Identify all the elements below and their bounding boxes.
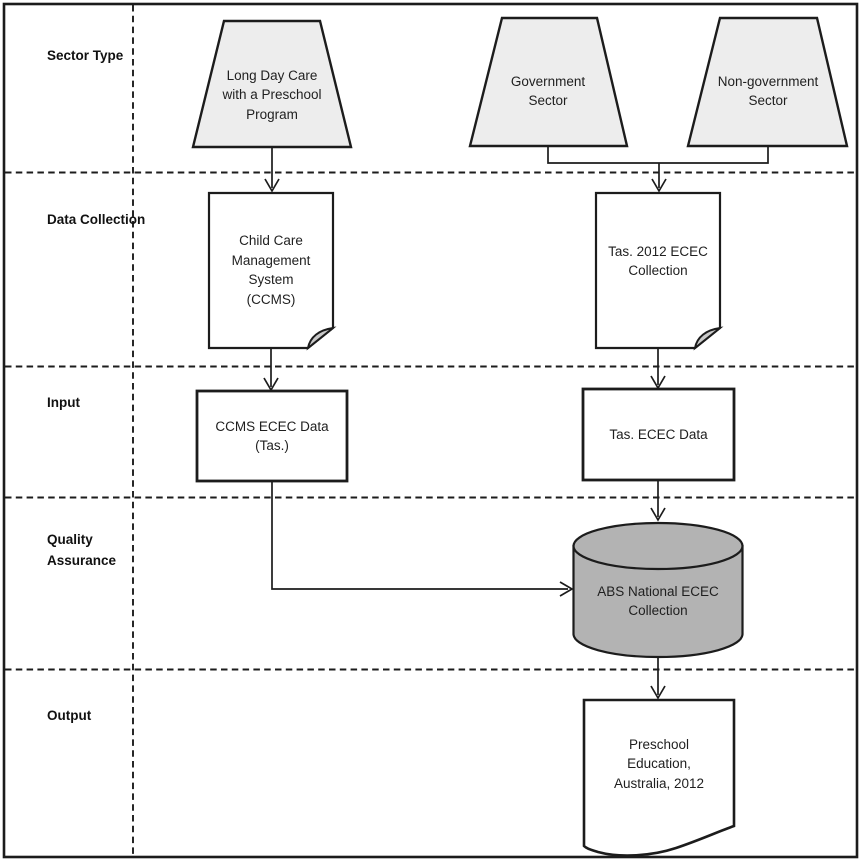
trapezoid-non-government-sector: [686, 16, 849, 148]
label-government-sector: Government Sector: [510, 73, 586, 109]
connector-sectors-merge: [547, 146, 769, 164]
cylinder-abs-top: [572, 521, 744, 571]
cylinder-abs-body: [572, 544, 744, 659]
arrowhead-into-abs-left: [559, 581, 574, 597]
document-output-wavy: [582, 698, 736, 857]
trapezoid-government-sector: [468, 16, 629, 148]
label-abs-national-collection: ABS National ECEC Collection: [597, 583, 719, 619]
label-tas-ecec-data: Tas. ECEC Data: [609, 426, 708, 442]
arrowhead-into-output: [650, 685, 666, 700]
label-ccms: Child Care Management System (CCMS): [231, 233, 311, 307]
label-tas2012-collection: Tas. 2012 ECEC Collection: [608, 243, 708, 279]
row-label-output: Output: [47, 708, 92, 723]
arrowhead-into-tas2012: [651, 178, 667, 193]
label-non-government-sector: Non-government Sector: [717, 73, 819, 109]
document-tas2012-fold-corner: [693, 326, 724, 351]
label-output-publication: Preschool Education, Australia, 2012: [613, 736, 705, 791]
document-ccms-fold-corner: [306, 326, 337, 351]
connector-ccmsdata-to-abs: [271, 481, 568, 590]
arrowhead-into-abs-top: [650, 507, 666, 522]
arrowhead-into-ccms: [264, 178, 280, 193]
row-label-data-collection: Data Collection: [47, 212, 146, 227]
row-label-quality-assurance: Quality Assurance: [47, 532, 117, 568]
label-ccms-ecec-data: CCMS ECEC Data (Tas.): [215, 418, 329, 454]
row-label-input: Input: [47, 395, 80, 410]
row-label-sector-type: Sector Type: [47, 48, 124, 63]
rect-ccms-ecec-data: [195, 389, 349, 483]
trapezoid-long-day-care: [191, 19, 353, 149]
label-long-day-care: Long Day Care with a Preschool Program: [222, 67, 322, 122]
rect-tas-ecec-data: [581, 387, 736, 482]
